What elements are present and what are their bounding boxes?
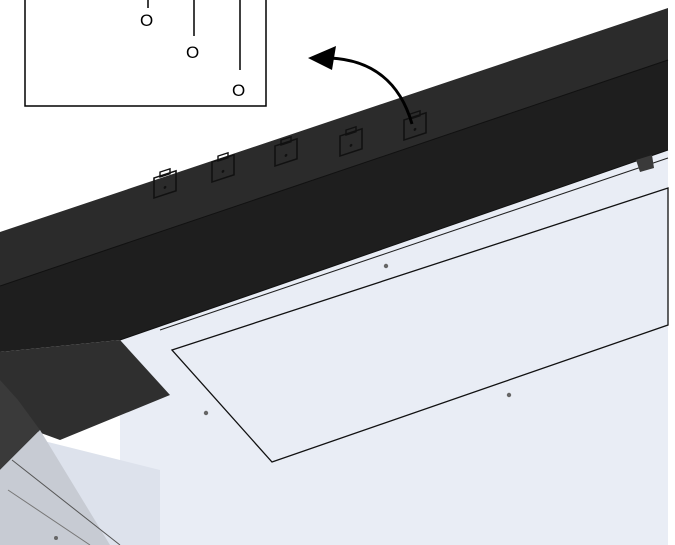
inset-label: O [140,11,153,30]
connector-port-icon [211,151,235,184]
sheet-edge-line [159,157,669,331]
screw-hole [54,536,58,540]
inset-detail-box [24,0,267,107]
sheet-surface [120,150,668,545]
screw-hole [506,392,512,398]
sheet-tab [636,155,654,172]
panel-top-face [0,8,668,286]
inset-label: O [186,43,199,62]
connector-port-icon [153,167,177,200]
access-panel-outline [170,187,669,463]
panel-front-face [0,60,668,352]
curved-arrow-icon [308,46,414,125]
screw-hole [383,263,389,269]
inset-label: O [232,81,245,100]
frame-line [7,489,91,545]
panel-edge-line [0,59,669,287]
frame-edge [0,380,40,470]
connector-port-icon [339,125,363,158]
frame-bottom [0,430,110,545]
panel-lower-flange [0,340,170,440]
connector-port-icon [274,135,298,168]
frame-line [11,459,121,545]
panel-edge-line [119,149,669,341]
screw-hole [203,410,209,416]
